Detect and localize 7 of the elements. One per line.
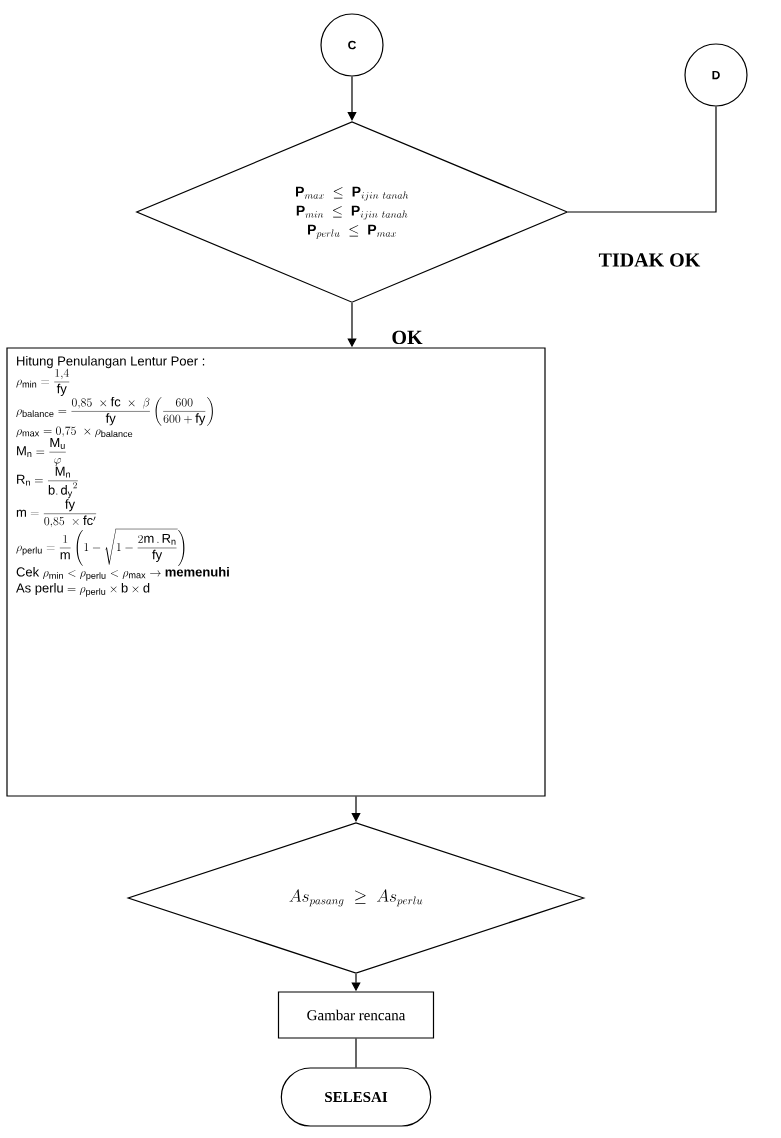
edge-label: OK bbox=[390, 329, 424, 346]
process-box: Gambar rencana bbox=[277, 991, 435, 1039]
process-box: Hitung Penulangan Lentur Poer : $\rho_{\mathrm{min}} = \frac{1{,}4}{\mathrm{fy}}$ $\rho_{\mathrm{balance}} = \frac{0{,}85\ \times \mathrm{fc}\ \times\ \beta}{\mathrm{fy}} \left(\frac{600}{600+\mathrm{fy}}\right)$ $\rho_{\mathrm{max}} = 0{,}75\ \times \rho_{\mathrm{balance}}$ $\mathrm{M_n} = \frac{\mathrm{M_u}}{\varphi}$ $\mathrm{R_n} = \frac{\mathrm{M_n}}{\mathrm{b.\,d_y}^2}$ $\mathrm{m} = \frac{\mathrm{fy}}{0{,}85\ \times \mathrm{fc'}}$ $\rho_{\mathrm{perlu}} = \frac{1}{\mathrm{m}}\left(1-\sqrt{1-\frac{2\mathrm{m}\,.\,\mathrm{R_n}}{\mathrm{fy}}}\right)$ $\text{Cek } \rho_{\mathrm{min}} < \rho_{\mathrm{perlu}} < \rho_{\mathrm{max}} \rightarrow \textbf{memenuhi}$ $\text{As perlu} = \rho_{\mathrm{perlu}} \times \mathrm{b} \times \mathrm{d}$ bbox=[6, 347, 546, 797]
arrow bbox=[351, 796, 361, 822]
arrow bbox=[347, 76, 357, 121]
terminator: SELESAI bbox=[280, 1067, 432, 1127]
edge-label: TIDAK OK bbox=[597, 252, 702, 268]
